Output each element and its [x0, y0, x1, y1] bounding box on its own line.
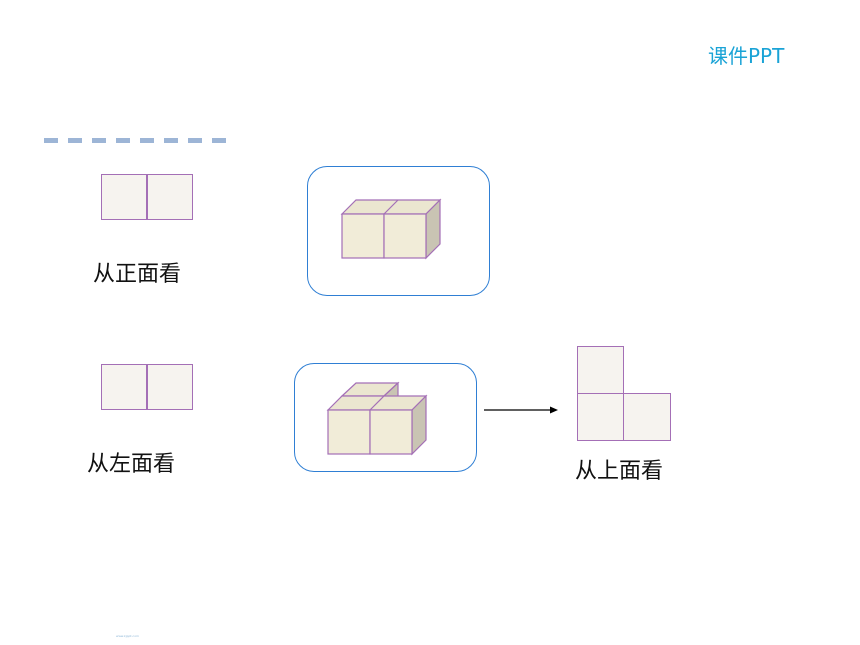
left-view-label: 从左面看: [87, 452, 176, 477]
footer-watermark: www.kjppt.com: [116, 634, 139, 638]
front-view-label: 从正面看: [93, 262, 182, 287]
grid-cell: [577, 346, 624, 394]
grid-cell: [147, 364, 193, 410]
cube-front-face: [369, 409, 413, 455]
grid-cell: [577, 393, 624, 441]
cube-stack-2: [326, 381, 428, 456]
grid-cell: [147, 174, 193, 220]
grid-cell: [623, 393, 671, 441]
grid-cell: [101, 174, 147, 220]
dashed-divider: [44, 138, 236, 143]
brand-logo: 课件PPT: [708, 44, 785, 68]
grid-cell: [101, 364, 147, 410]
cube-edge: [383, 199, 399, 215]
cube-edge: [369, 395, 385, 411]
cube-front-face: [383, 213, 427, 259]
cube-stack-1: [340, 198, 442, 260]
arrow-right-icon: [484, 406, 558, 414]
top-view-label: 从上面看: [575, 459, 664, 484]
cube-front-face: [341, 213, 385, 259]
cube-front-face: [327, 409, 371, 455]
